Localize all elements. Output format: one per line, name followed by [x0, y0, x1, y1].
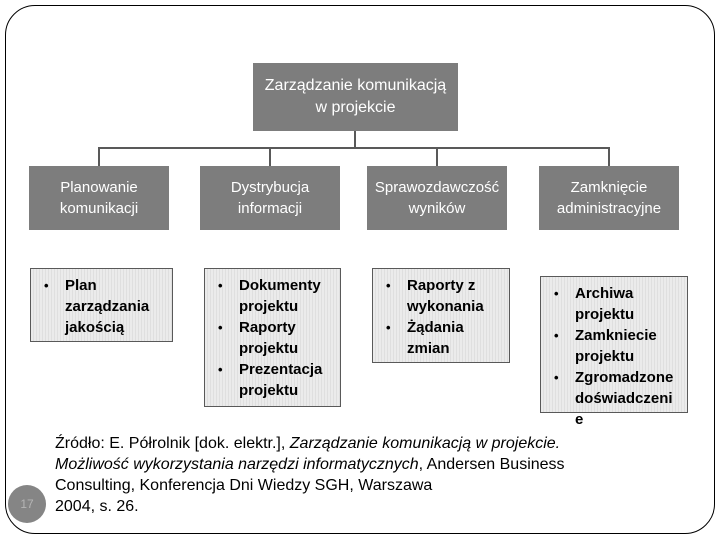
branch-label: Dystrybucja informacji	[230, 179, 310, 217]
branch-label: Planowanie komunikacji	[59, 179, 139, 217]
bullet-item: Dokumenty projektu	[218, 275, 334, 317]
bullet-box-zamkniecie: Archiwa projektuZamkniecie projektuZgrom…	[540, 276, 688, 428]
bullet-list: Plan zarządzania jakością	[31, 269, 172, 338]
connector-drop-4	[608, 147, 610, 167]
citation-line: Źródło: E. Półrolnik [dok. elektr.], Zar…	[55, 433, 655, 454]
connector-drop-3	[436, 147, 438, 167]
bullet-item: Zamkniecie projektu	[554, 325, 681, 367]
citation-line: Consulting, Konferencja Dni Wiedzy SGH, …	[55, 475, 655, 496]
bullet-box-sprawozdawczosc: Raporty z wykonaniaŻądania zmian	[372, 268, 510, 363]
connector-stem	[354, 131, 356, 148]
connector-drop-1	[98, 147, 100, 167]
diagram-root-box: Zarządzanie komunikacją w projekcie	[253, 63, 458, 131]
bullet-item: Żądania zmian	[386, 317, 503, 359]
citation-title-segment: Zarządzanie komunikacją w projekcie.	[289, 435, 561, 452]
citation-line: Możliwość wykorzystania narzędzi informa…	[55, 454, 655, 475]
branch-label: Sprawozdawczość wyników	[374, 179, 500, 217]
connector-horizontal-bar	[98, 147, 610, 149]
branch-box-zamkniecie: Zamknięcie administracyjne	[539, 166, 679, 230]
branch-label: Zamknięcie administracyjne	[556, 179, 662, 217]
bullet-item: Zgromadzone doświadczeni e	[554, 367, 681, 430]
slide-border	[5, 5, 715, 534]
citation-text-segment: Consulting, Konferencja Dni Wiedzy SGH, …	[55, 477, 433, 494]
citation-line: 2004, s. 26.	[55, 496, 655, 517]
bullet-item: Raporty projektu	[218, 317, 334, 359]
branch-box-dystrybucja: Dystrybucja informacji	[200, 166, 340, 230]
citation-text-segment: Źródło: E. Półrolnik [dok. elektr.],	[55, 435, 290, 452]
page-number-badge: 17	[8, 485, 46, 523]
diagram-root-title: Zarządzanie komunikacją w projekcie	[264, 77, 447, 116]
branch-box-sprawozdawczosc: Sprawozdawczość wyników	[367, 166, 507, 230]
branch-box-planowanie: Planowanie komunikacji	[29, 166, 169, 230]
bullet-box-dystrybucja: Dokumenty projektuRaporty projektuPrezen…	[204, 268, 341, 407]
bullet-list: Raporty z wykonaniaŻądania zmian	[373, 269, 509, 359]
citation-title-segment: Możliwość wykorzystania narzędzi informa…	[55, 456, 419, 473]
bullet-list: Archiwa projektuZamkniecie projektuZgrom…	[541, 277, 687, 430]
bullet-box-planowanie: Plan zarządzania jakością	[30, 268, 173, 342]
bullet-item: Archiwa projektu	[554, 283, 681, 325]
bullet-list: Dokumenty projektuRaporty projektuPrezen…	[205, 269, 340, 401]
bullet-item: Plan zarządzania jakością	[44, 275, 166, 338]
source-citation: Źródło: E. Półrolnik [dok. elektr.], Zar…	[55, 433, 655, 517]
page-number: 17	[20, 497, 34, 511]
bullet-item: Prezentacja projektu	[218, 359, 334, 401]
citation-text-segment: , Andersen Business	[418, 456, 565, 473]
bullet-item: Raporty z wykonania	[386, 275, 503, 317]
connector-drop-2	[269, 147, 271, 167]
citation-text-segment: 2004, s. 26.	[55, 498, 139, 515]
